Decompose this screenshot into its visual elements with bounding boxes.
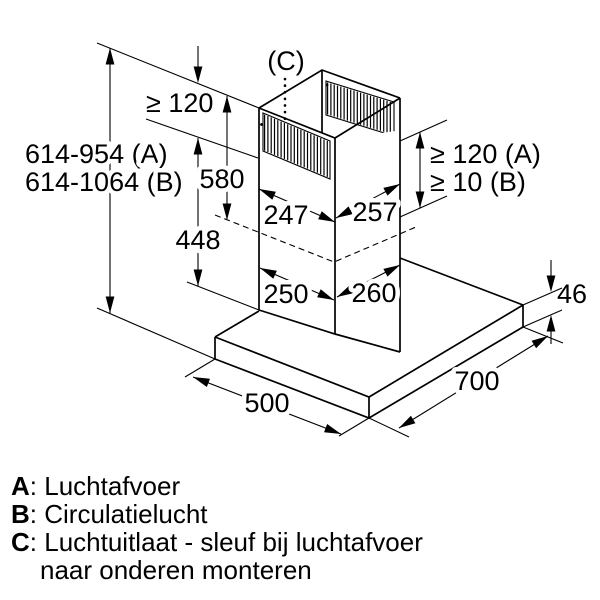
dim-top-width: 247: [263, 200, 308, 230]
dim-total-height-a: 614-954 (A): [25, 139, 168, 169]
hood-body-outline: [214, 257, 524, 419]
dim-body-width: 500: [244, 388, 289, 418]
dim-c-marker: (C): [267, 46, 305, 76]
dim-total-height-b: 614-1064 (B): [25, 167, 183, 197]
dim-lower-section: 448: [175, 225, 220, 255]
legend-item-c: C: Luchtuitlaat - sleuf bij luchtafvoer: [11, 527, 423, 557]
mounting-hole-back: [325, 83, 329, 87]
dim-body-depth: 700: [454, 366, 499, 396]
dim-ceiling-clearance: ≥ 120: [146, 88, 213, 118]
dimension-arrowheads: [105, 48, 556, 434]
chimney-outline: [258, 69, 401, 353]
dim-slot-clearance-a: ≥ 120 (A): [430, 139, 541, 169]
dim-bottom-depth: 260: [351, 278, 396, 308]
joint-dashed-line: [214, 214, 417, 263]
dim-bottom-width: 250: [263, 279, 308, 309]
ceiling-line: [96, 42, 260, 109]
vent-slot-front: [260, 112, 331, 180]
dim-upper-section: 580: [199, 164, 244, 194]
legend: A: Luchtafvoer B: Circulatielucht C: Luc…: [11, 472, 423, 584]
dim-top-depth: 257: [352, 197, 397, 227]
legend-item-c-line2: naar onderen monteren: [40, 555, 312, 585]
legend-item-b: B: Circulatielucht: [11, 499, 208, 529]
legend-item-a: A: Luchtafvoer: [11, 471, 181, 501]
dim-slot-clearance-b: ≥ 10 (B): [430, 167, 526, 197]
dim-body-height: 46: [557, 279, 587, 309]
mounting-hole-front: [260, 123, 263, 126]
